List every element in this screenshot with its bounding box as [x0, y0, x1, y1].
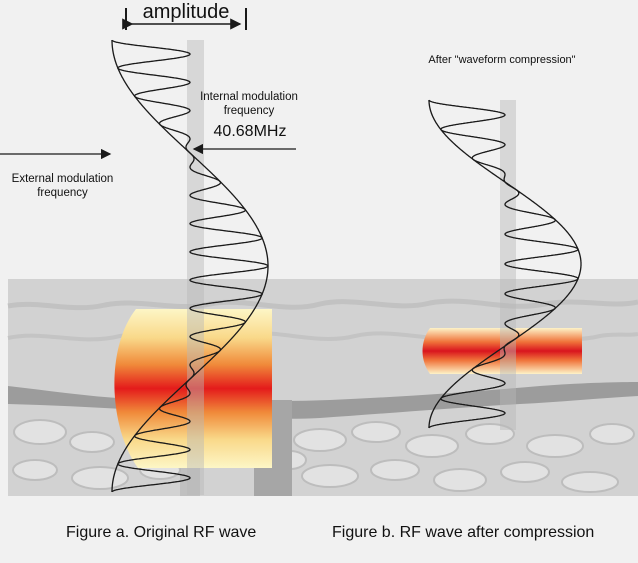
amplitude-label: amplitude — [142, 1, 230, 23]
tissue-layers — [7, 279, 638, 496]
envelope-curve-compressed — [428, 100, 582, 428]
envelope-curve-original — [111, 40, 269, 492]
rf-wave-compressed — [428, 99, 579, 429]
heat-zone-a — [114, 309, 273, 468]
figure-b-caption: Figure b. RF wave after compression — [332, 524, 595, 541]
heat-zone-b — [422, 328, 582, 374]
frequency-value-label: 40.68MHz — [213, 123, 287, 140]
external-modulation-label: External modulation frequency — [11, 173, 114, 199]
amplitude-indicator — [122, 8, 247, 30]
internal-modulation-label: Internal modulation frequency — [200, 91, 298, 117]
figure-a-caption: Figure a. Original RF wave — [66, 524, 257, 541]
cell-blobs — [12, 419, 635, 493]
after-compression-label: After "waveform compression" — [428, 54, 576, 66]
